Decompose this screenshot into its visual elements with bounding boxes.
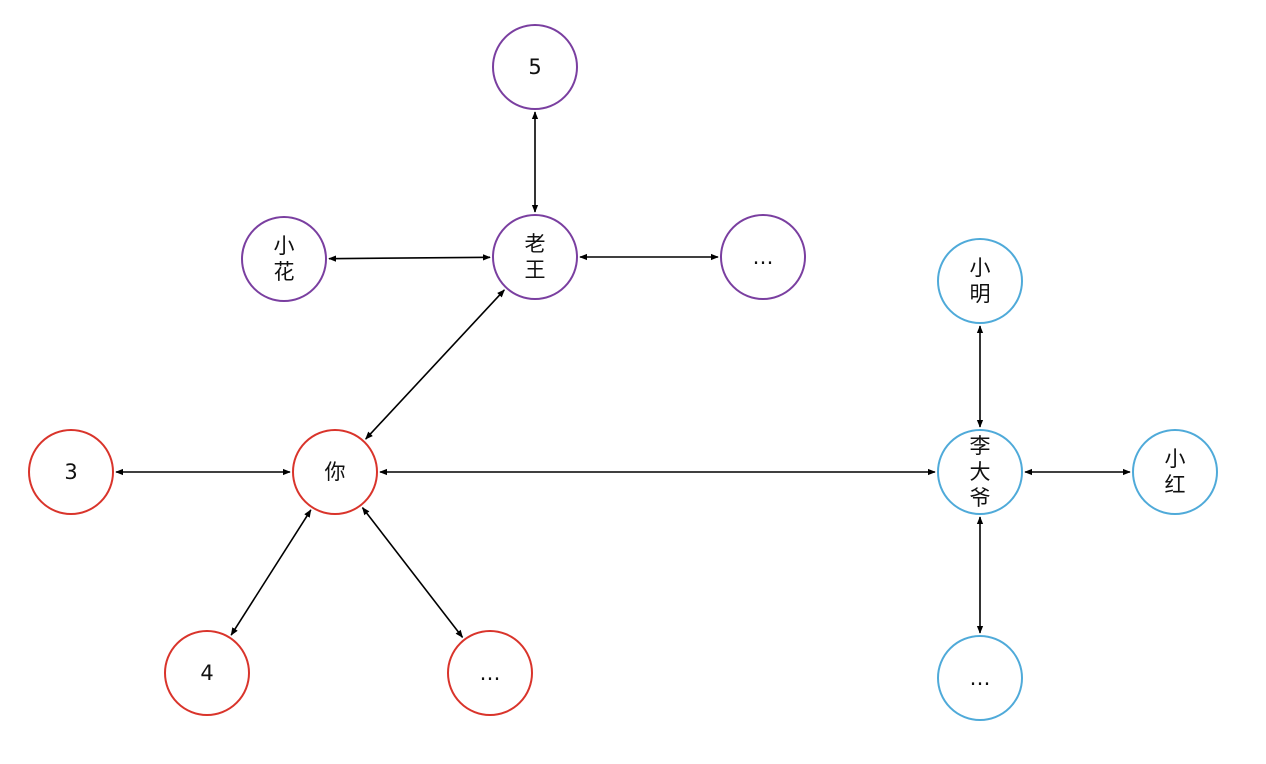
node-label: 3 bbox=[64, 460, 77, 484]
node-label: 李 bbox=[970, 434, 991, 458]
node-lidaye: 李大爷 bbox=[937, 429, 1023, 515]
node-blue-more: … bbox=[937, 635, 1023, 721]
node-n4: 4 bbox=[164, 630, 250, 716]
edge-xiaohua-laowang bbox=[328, 254, 491, 262]
node-circle bbox=[937, 238, 1023, 324]
node-circle bbox=[492, 24, 578, 110]
node-label: 大 bbox=[970, 460, 991, 484]
node-label: 你 bbox=[325, 460, 346, 484]
node-label: 5 bbox=[528, 55, 541, 79]
node-label: … bbox=[480, 661, 501, 685]
node-label: 明 bbox=[970, 282, 991, 306]
node-circle bbox=[937, 429, 1023, 515]
edge-layer bbox=[115, 111, 1131, 638]
node-label: 花 bbox=[274, 260, 295, 284]
node-label: 4 bbox=[200, 661, 213, 685]
edge-laowang-ni bbox=[365, 289, 505, 440]
node-circle bbox=[1132, 429, 1218, 515]
node-label: 小 bbox=[274, 234, 295, 258]
node-label: 小 bbox=[970, 256, 991, 280]
node-circle bbox=[28, 429, 114, 515]
node-circle bbox=[492, 214, 578, 300]
edge-ni-n4 bbox=[230, 509, 312, 636]
node-label: 王 bbox=[525, 258, 546, 282]
node-n5: 5 bbox=[492, 24, 578, 110]
node-purple-more: … bbox=[720, 214, 806, 300]
node-circle bbox=[937, 635, 1023, 721]
node-n3: 3 bbox=[28, 429, 114, 515]
node-label: 红 bbox=[1165, 473, 1186, 497]
node-label: … bbox=[970, 666, 991, 690]
node-red-more: … bbox=[447, 630, 533, 716]
node-ni: 你 bbox=[292, 429, 378, 515]
node-xiaoming: 小明 bbox=[937, 238, 1023, 324]
node-label: 爷 bbox=[970, 486, 991, 510]
node-circle bbox=[292, 429, 378, 515]
node-xiaohua: 小花 bbox=[241, 216, 327, 302]
edge-ni-red-more bbox=[361, 507, 464, 638]
node-circle bbox=[447, 630, 533, 716]
node-label: … bbox=[753, 245, 774, 269]
node-label: 老 bbox=[525, 232, 546, 256]
node-laowang: 老王 bbox=[492, 214, 578, 300]
node-xiaohong: 小红 bbox=[1132, 429, 1218, 515]
node-circle bbox=[164, 630, 250, 716]
node-circle bbox=[720, 214, 806, 300]
node-label: 小 bbox=[1165, 447, 1186, 471]
node-circle bbox=[241, 216, 327, 302]
